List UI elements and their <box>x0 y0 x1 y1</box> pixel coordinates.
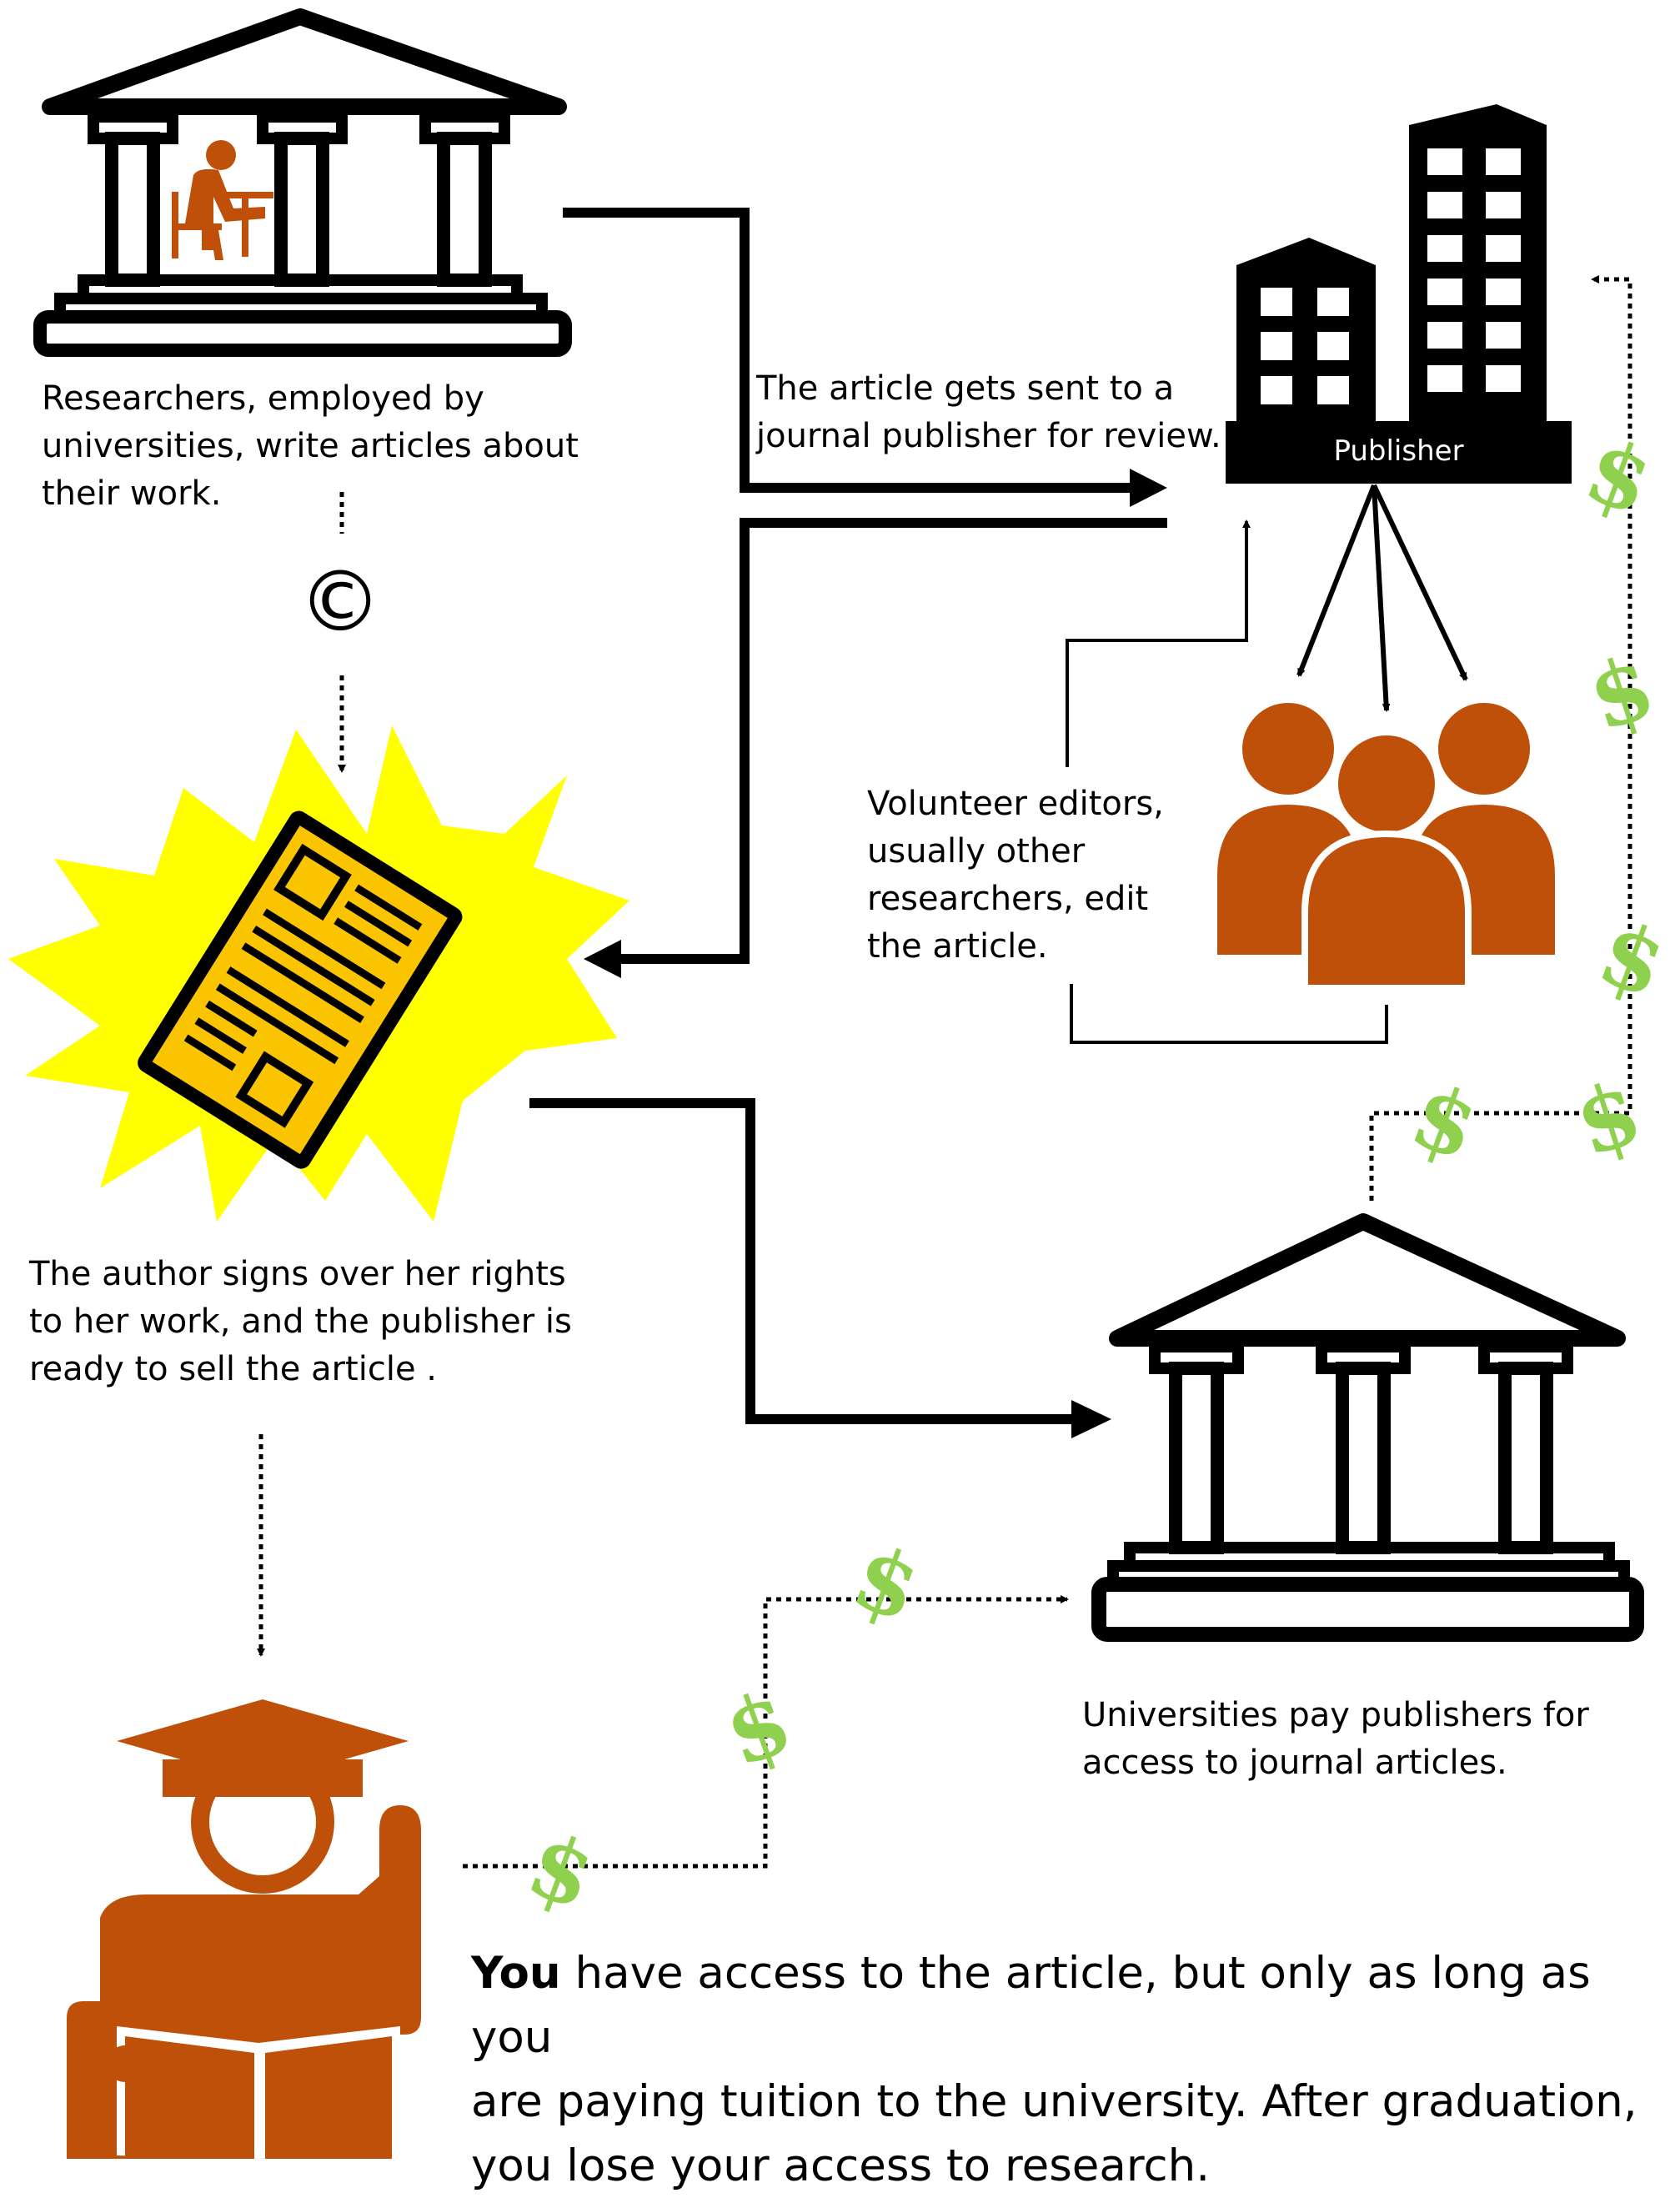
to-publisher-arrowhead <box>1130 469 1167 507</box>
editors-group-icon <box>1217 703 1555 991</box>
dollar-icon: $ <box>1573 417 1666 535</box>
publisher-editor-arrow-right <box>1372 484 1468 681</box>
researchers-caption: Researchers, employed by universities, w… <box>42 379 579 513</box>
publisher-return-arrowhead <box>584 940 621 978</box>
rights-caption: The author signs over her rights to her … <box>29 1255 572 1388</box>
researcher-icon <box>172 140 273 260</box>
dollar-icon: $ <box>1563 1059 1653 1177</box>
dollar-icon: $ <box>712 1669 805 1787</box>
university-icon <box>1091 1213 1644 1642</box>
copyright-icon: © <box>298 553 382 650</box>
editors-caption: Volunteer editors, usually other researc… <box>867 785 1164 966</box>
publisher-label: Publisher <box>1333 434 1464 468</box>
editors-return-line <box>1066 519 1251 767</box>
access-caption: You have access to the article, but only… <box>471 1941 1672 2198</box>
article-burst-icon <box>8 725 629 1222</box>
dollar-icon: $ <box>515 1811 608 1930</box>
to-publisher-arrow <box>563 208 1134 493</box>
dollar-icon: $ <box>840 1523 933 1642</box>
access-caption-text: have access to the article, but only as … <box>471 1948 1637 2191</box>
dollar-icon: $ <box>1577 634 1667 751</box>
sent-for-review-caption: The article gets sent to a journal publi… <box>756 369 1221 455</box>
editors-bracket-line <box>1070 984 1388 1044</box>
dollar-icon: $ <box>1399 1062 1492 1181</box>
publisher-editor-arrow-left <box>1296 484 1377 677</box>
publisher-return-arrow <box>617 518 1167 964</box>
dollar-icon: $ <box>1587 900 1679 1018</box>
you-emphasis: You <box>471 1948 561 1999</box>
to-universities-arrow <box>529 1098 1076 1424</box>
publisher-editor-arrow-center <box>1372 484 1391 712</box>
student-university-dotted-route <box>463 1595 1069 1869</box>
university-icon <box>33 8 572 357</box>
to-universities-arrowhead <box>1071 1400 1111 1438</box>
publisher-building-icon <box>1226 104 1572 484</box>
universities-pay-caption: Universities pay publishers for access t… <box>1082 1696 1589 1782</box>
graduate-student-icon <box>67 1699 421 2159</box>
university-publisher-dotted-route <box>1369 275 1632 1201</box>
